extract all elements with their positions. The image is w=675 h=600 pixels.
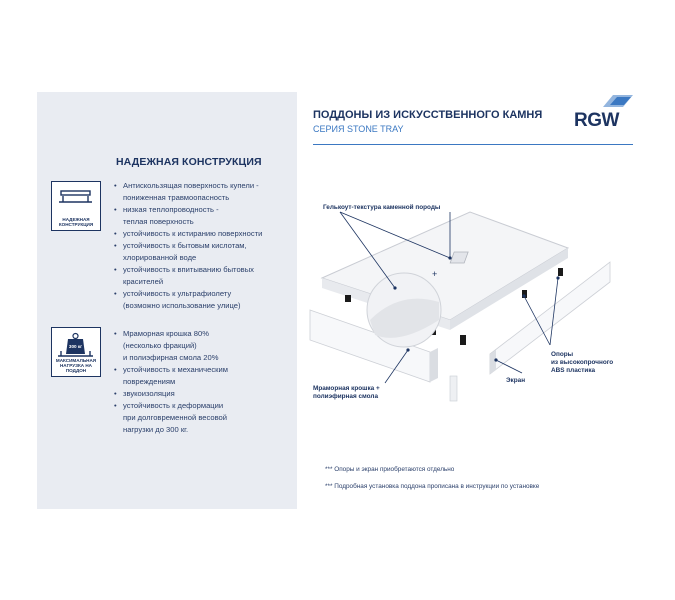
svg-text:+: + — [432, 269, 437, 279]
weight-label: 300 кг — [68, 344, 83, 349]
brand-logo-text: RGW — [574, 110, 619, 131]
section-title: НАДЕЖНАЯ КОНСТРУКЦИЯ — [116, 156, 262, 168]
series-subtitle: СЕРИЯ STONE TRAY — [313, 124, 404, 134]
list-item: устойчивость к истиранию поверхности — [113, 228, 293, 240]
max-load-badge: 300 кг МАКСИМАЛЬНАЯ НАГРУЗКА НА ПОДДОН — [51, 327, 101, 377]
list-item: устойчивость к бытовым кислотам, хлориро… — [113, 240, 293, 264]
footnote-installation: *** Подробная установка поддона прописан… — [325, 483, 540, 490]
features-list-construction: Антискользящая поверхность купели - пони… — [113, 180, 293, 312]
list-item: устойчивость к впитыванию бытовых красит… — [113, 264, 293, 288]
drain-icon — [449, 251, 469, 264]
screen-callout: Экран — [506, 377, 526, 384]
supports-callout: Опоры из высокопрочного ABS пластика — [551, 351, 614, 374]
badge-caption: НАДЕЖНАЯ КОНСТРУКЦИЯ — [58, 217, 94, 227]
footnote-supports: *** Опоры и экран приобретаются отдельно — [325, 466, 455, 473]
weight-icon — [58, 332, 93, 357]
brand-logo-icon — [603, 95, 633, 107]
badge-caption: МАКСИМАЛЬНАЯ НАГРУЗКА НА ПОДДОН — [55, 358, 97, 373]
marble-callout: Мраморная крошка + полиэфирная смола — [313, 385, 380, 400]
list-item: устойчивость к деформации при долговреме… — [113, 400, 293, 436]
list-item: Мраморная крошка 80% (несколько фракций)… — [113, 328, 293, 364]
gelcoat-callout: Гелькоут-текстура каменной породы — [323, 204, 441, 211]
page-title: ПОДДОНЫ ИЗ ИСКУССТВЕННОГО КАМНЯ — [313, 109, 543, 121]
header-divider — [313, 144, 633, 146]
list-item: звукоизоляция — [113, 388, 293, 400]
list-item: низкая теплопроводность - теплая поверхн… — [113, 204, 293, 228]
shower-tray-illustration: + — [309, 211, 611, 402]
features-list-material: Мраморная крошка 80% (несколько фракций)… — [113, 328, 293, 436]
reliable-construction-badge: НАДЕЖНАЯ КОНСТРУКЦИЯ — [51, 181, 101, 231]
list-item: устойчивость к ультрафиолету (возможно и… — [113, 288, 293, 312]
list-item: устойчивость к механическим повреждениям — [113, 364, 293, 388]
shelf-icon — [59, 190, 92, 203]
list-item: Антискользящая поверхность купели - пони… — [113, 180, 293, 204]
